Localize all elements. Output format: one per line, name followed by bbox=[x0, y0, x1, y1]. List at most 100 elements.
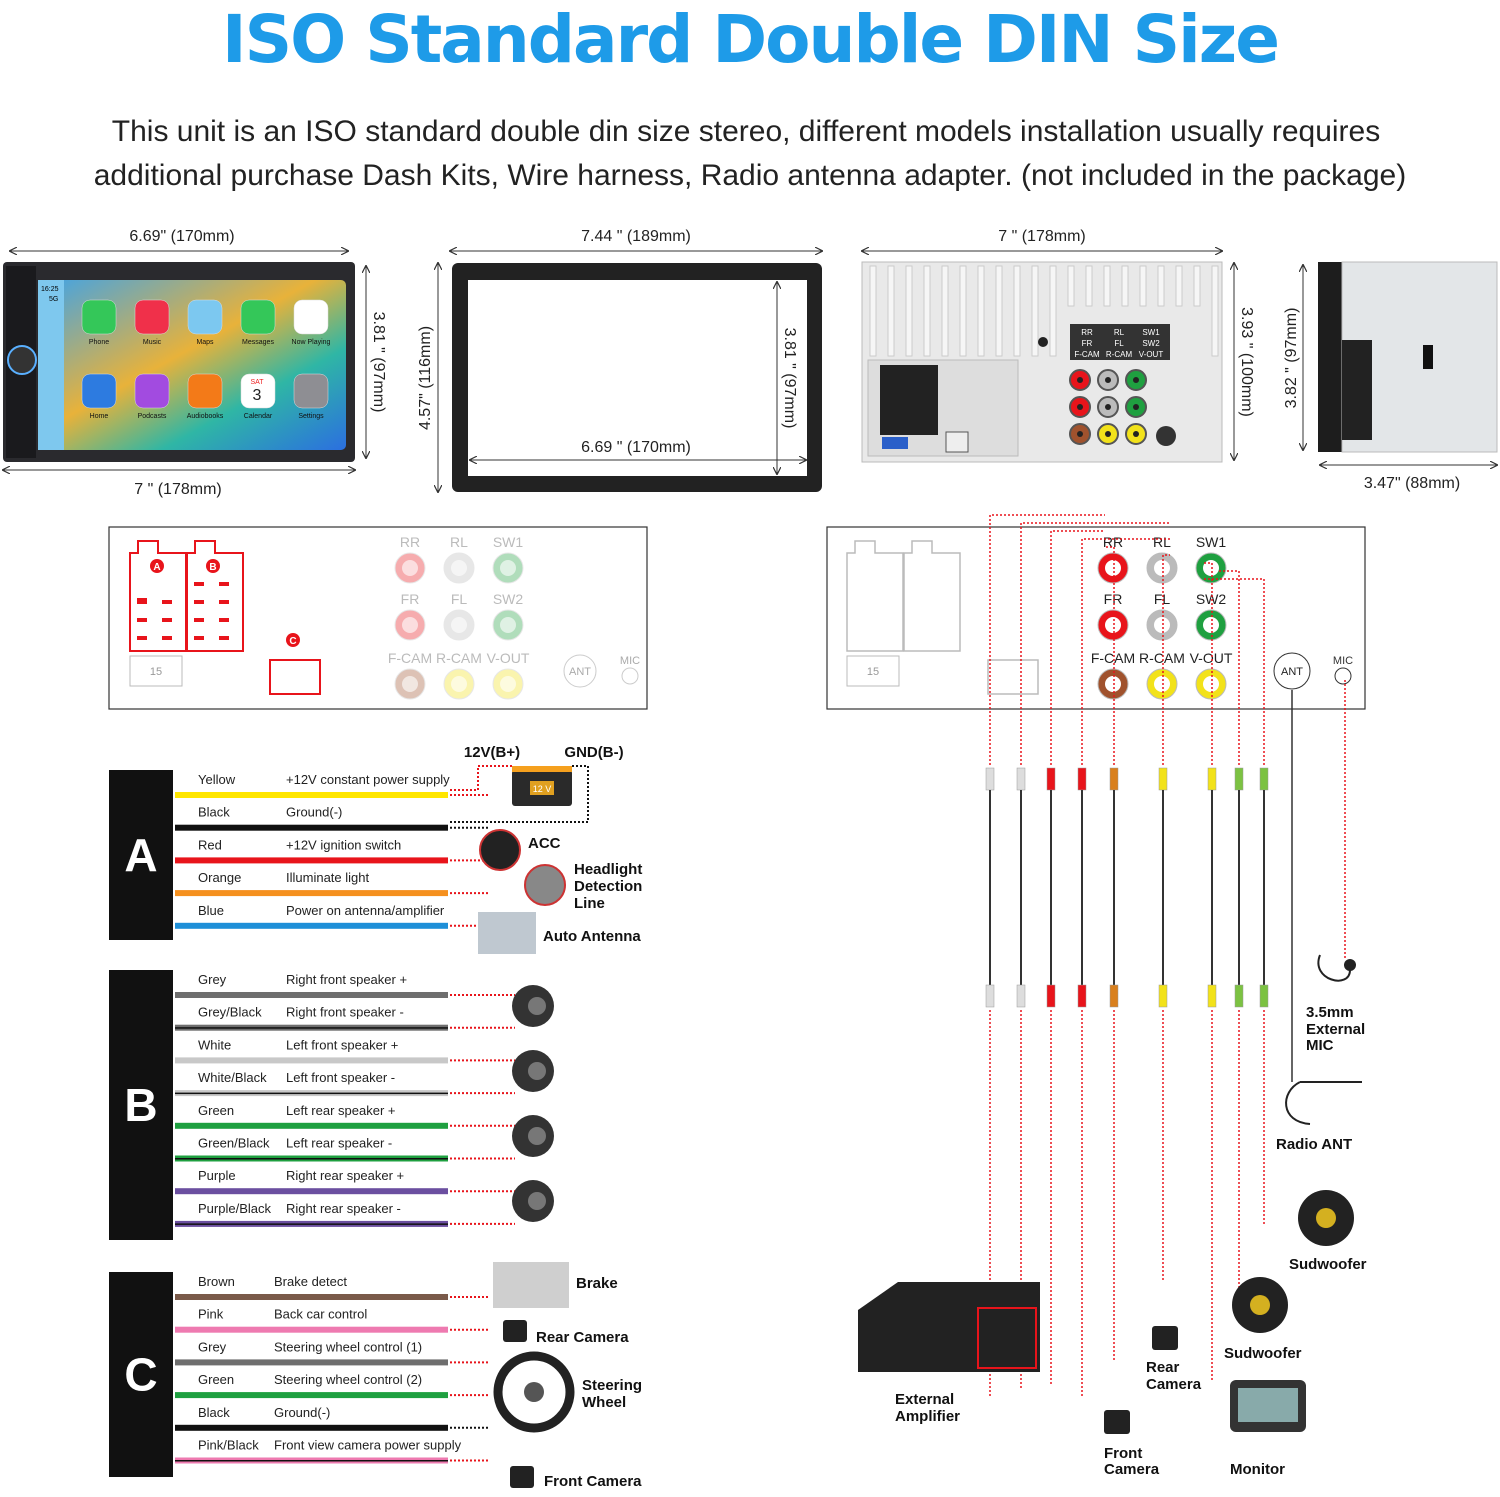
wire bbox=[175, 1359, 448, 1366]
right-devices: 3.5mm External MIC Radio ANT Sudwoofer S… bbox=[858, 680, 1367, 1478]
wire-function-label: +12V ignition switch bbox=[286, 837, 401, 852]
rca-plug bbox=[1259, 984, 1269, 1008]
wire-stripe bbox=[175, 1223, 448, 1225]
wire bbox=[175, 992, 448, 998]
ignition-icon bbox=[479, 829, 521, 871]
app-label: Calendar bbox=[244, 413, 273, 420]
wire-color-label: Grey/Black bbox=[198, 1005, 262, 1020]
jack-label: R-CAM bbox=[1139, 650, 1185, 666]
wire-color-label: Green bbox=[198, 1372, 234, 1387]
wire-function-label: Illuminate light bbox=[286, 870, 369, 885]
wire-stripe bbox=[175, 1092, 448, 1095]
wire-color-label: Yellow bbox=[198, 772, 236, 787]
app-icon bbox=[187, 299, 223, 335]
rca-plug bbox=[1016, 767, 1026, 791]
wire-function-label: Right rear speaker + bbox=[286, 1168, 404, 1183]
jack-label: F-CAM bbox=[1091, 650, 1135, 666]
wire-stripe bbox=[175, 1460, 448, 1462]
wire-function-label: Ground(-) bbox=[274, 1405, 330, 1420]
rca-dotted-link bbox=[1203, 562, 1213, 765]
jack-label: RL bbox=[450, 534, 468, 550]
amplifier-icon bbox=[858, 1282, 1040, 1372]
headlight-label-3: Line bbox=[574, 895, 605, 912]
app-label: Audiobooks bbox=[187, 413, 224, 420]
group-letter: B bbox=[124, 1079, 157, 1131]
app-icon bbox=[81, 373, 117, 409]
group-c-bar bbox=[109, 1272, 173, 1477]
brake-icon bbox=[493, 1262, 569, 1308]
wire-color-label: Pink bbox=[198, 1307, 224, 1322]
wire-color-label: Blue bbox=[198, 903, 224, 918]
wire bbox=[175, 922, 448, 929]
rca-plug bbox=[1207, 767, 1217, 791]
dim-frame-width: 7.44 " (189mm) bbox=[581, 228, 691, 245]
rca-plug bbox=[1158, 767, 1168, 791]
screen-signal: 5G bbox=[49, 296, 58, 303]
wire bbox=[175, 890, 448, 897]
jack-label: FL bbox=[1154, 591, 1171, 607]
b-plus-label: 12V(B+) bbox=[464, 744, 520, 761]
plug-a-label: A bbox=[153, 562, 160, 573]
jack-label: SW2 bbox=[1196, 591, 1227, 607]
subtitle-line-2: additional purchase Dash Kits, Wire harn… bbox=[94, 159, 1406, 192]
amp-label-1: External bbox=[895, 1391, 954, 1408]
antenna-label: Auto Antenna bbox=[543, 928, 641, 945]
side-view-image: 3.82 " (97mm) 3.47" (88mm) bbox=[1283, 261, 1497, 492]
brake-label: Brake bbox=[576, 1275, 618, 1292]
jack-label: RL bbox=[1153, 534, 1171, 550]
subtitle-line-1: This unit is an ISO standard double din … bbox=[112, 115, 1380, 148]
app-label: Phone bbox=[89, 339, 109, 346]
wire-color-label: Brown bbox=[198, 1274, 235, 1289]
jack-label: RR bbox=[1103, 534, 1123, 550]
wire-function-label: Steering wheel control (2) bbox=[274, 1372, 422, 1387]
rca-plug bbox=[985, 984, 995, 1008]
app-icon bbox=[187, 373, 223, 409]
wire bbox=[175, 1188, 448, 1195]
fuse-label: 15 bbox=[150, 666, 162, 678]
back-label: R-CAM bbox=[1106, 350, 1133, 359]
mic-icon bbox=[1344, 959, 1356, 971]
battery-icon: 12 V bbox=[512, 766, 572, 806]
back-label: FL bbox=[1114, 339, 1124, 348]
app-label: Home bbox=[90, 413, 109, 420]
back-label: V-OUT bbox=[1139, 350, 1164, 359]
rca-dotted-link bbox=[989, 514, 1105, 765]
wire-stripe bbox=[175, 1027, 448, 1029]
dim-frame-height: 4.57" (116mm) bbox=[417, 326, 434, 430]
wire-function-label: Right front speaker - bbox=[286, 1005, 404, 1020]
app-icon bbox=[293, 299, 329, 335]
front-camera-icon bbox=[510, 1466, 534, 1488]
wire-color-label: Orange bbox=[198, 870, 241, 885]
wire-function-label: Left front speaker + bbox=[286, 1037, 398, 1052]
app-icon bbox=[134, 373, 170, 409]
headlight-label-2: Detection bbox=[574, 878, 642, 895]
rca-plug bbox=[1046, 767, 1056, 791]
group-b-bar bbox=[109, 970, 173, 1240]
jack-label: SW1 bbox=[1196, 534, 1227, 550]
monitor-label: Monitor bbox=[1230, 1461, 1285, 1478]
dim-front-height: 3.81 " (97mm) bbox=[370, 312, 387, 413]
dim-frame-inner-height: 3.81 " (97mm) bbox=[781, 328, 798, 429]
back-jack-ant bbox=[1156, 426, 1176, 446]
fuse-label-right: 15 bbox=[867, 666, 879, 678]
rca-dotted-link bbox=[1219, 570, 1240, 765]
gnd-label: GND(B-) bbox=[564, 744, 623, 761]
rca-dotted-link bbox=[1105, 546, 1115, 765]
headlight-label-1: Headlight bbox=[574, 861, 642, 878]
wire-color-label: Black bbox=[198, 1405, 230, 1420]
rca-dotted-link bbox=[1081, 538, 1170, 765]
battery-label: 12 V bbox=[533, 784, 552, 794]
calendar-day: SAT bbox=[250, 379, 264, 386]
rca-plug bbox=[1046, 984, 1056, 1008]
wire-color-label: Grey bbox=[198, 1339, 227, 1354]
plug-b-label: B bbox=[209, 562, 216, 573]
jack-label: SW1 bbox=[493, 534, 524, 550]
plug-c-label: C bbox=[289, 636, 296, 647]
jack-label: RR bbox=[400, 534, 420, 550]
jack-label: F-CAM bbox=[388, 650, 432, 666]
wire bbox=[175, 792, 448, 798]
wire-color-label: Pink/Black bbox=[198, 1438, 259, 1453]
dim-frame-inner-width: 6.69 " (170mm) bbox=[581, 439, 691, 456]
group-letter: C bbox=[124, 1349, 157, 1401]
